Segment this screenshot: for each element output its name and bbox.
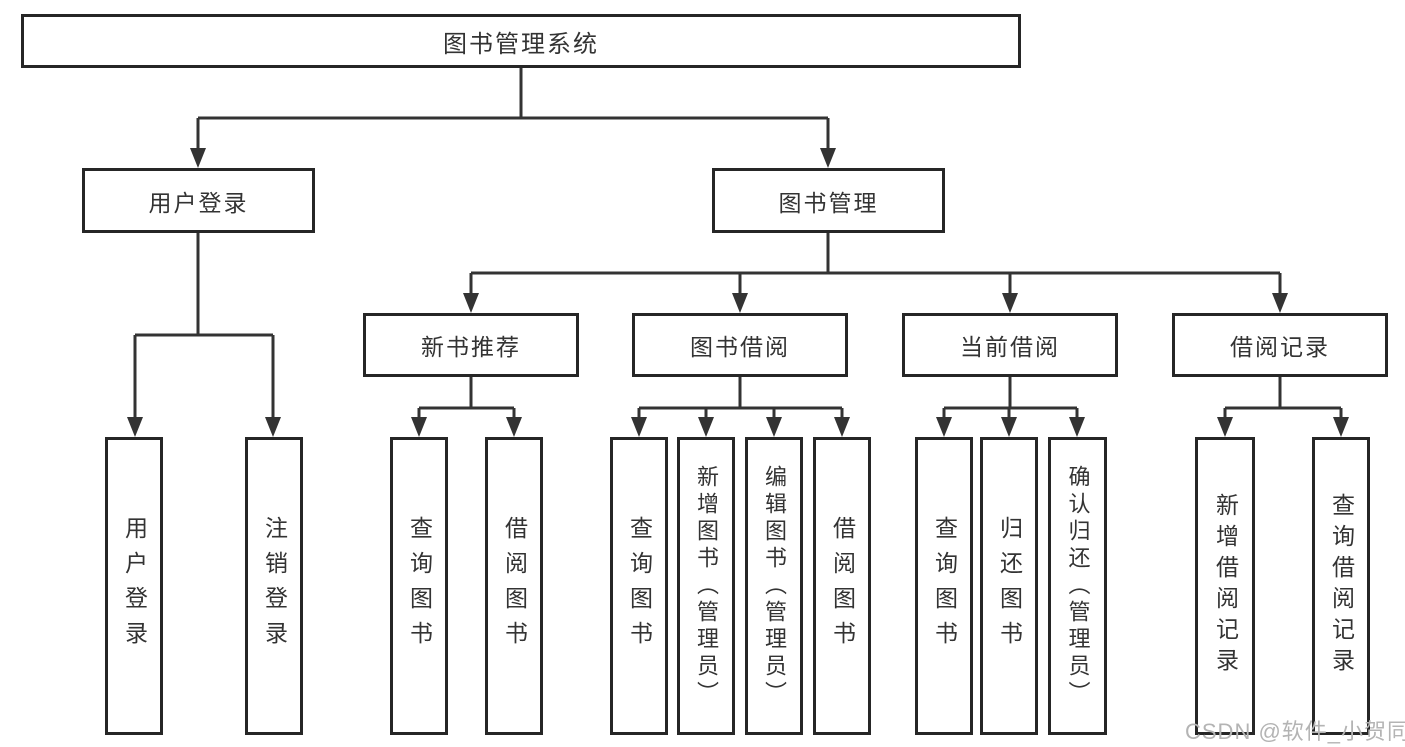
leaf-borrow-books-2-label: 借阅图书	[829, 516, 856, 656]
leaf-borrow-books-1-label: 借阅图书	[501, 516, 528, 656]
leaf-user-login: 用户登录	[105, 437, 163, 735]
node-current-borrowing: 当前借阅	[902, 313, 1118, 377]
node-user-login: 用户登录	[82, 168, 315, 233]
leaf-query-books-3: 查询图书	[915, 437, 973, 735]
node-borrowing-records: 借阅记录	[1172, 313, 1388, 377]
leaf-logout: 注销登录	[245, 437, 303, 735]
node-library-management-system-label: 图书管理系统	[443, 30, 599, 58]
leaf-query-books-2: 查询图书	[610, 437, 668, 735]
connector-user-login-branch	[133, 233, 275, 419]
connector-borrow-record-branch	[1223, 377, 1343, 419]
leaf-add-borrow-record-label: 新增借阅记录	[1212, 493, 1239, 679]
leaf-return-books: 归还图书	[980, 437, 1038, 735]
leaf-logout-label: 注销登录	[261, 516, 288, 656]
connector-root-to-level1	[196, 68, 830, 150]
leaf-query-books-1-label: 查询图书	[406, 516, 433, 656]
leaf-query-borrow-record: 查询借阅记录	[1312, 437, 1370, 735]
leaf-user-login-label: 用户登录	[121, 516, 148, 656]
leaf-borrow-books-2: 借阅图书	[813, 437, 871, 735]
connector-book-borrow-branch	[637, 377, 844, 419]
leaf-edit-books-admin-label: 编辑图书（管理员）	[762, 464, 787, 708]
connector-book-mgmt-branch	[469, 233, 1282, 295]
leaf-edit-books-admin: 编辑图书（管理员）	[745, 437, 803, 735]
leaf-add-borrow-record: 新增借阅记录	[1195, 437, 1255, 735]
node-book-borrowing: 图书借阅	[632, 313, 848, 377]
node-new-book-recommend: 新书推荐	[363, 313, 579, 377]
node-book-management-label: 图书管理	[778, 189, 879, 216]
node-borrowing-records-label: 借阅记录	[1230, 334, 1330, 360]
leaf-borrow-books-1: 借阅图书	[485, 437, 543, 735]
node-library-management-system: 图书管理系统	[21, 14, 1021, 68]
connector-current-borrow-branch	[942, 377, 1079, 419]
node-current-borrowing-label: 当前借阅	[960, 334, 1060, 360]
node-book-borrowing-label: 图书借阅	[690, 334, 790, 360]
connector-new-book-branch	[417, 377, 516, 419]
leaf-query-books-1: 查询图书	[390, 437, 448, 735]
leaf-query-borrow-record-label: 查询借阅记录	[1328, 493, 1355, 679]
leaf-add-books-admin-label: 新增图书（管理员）	[694, 464, 719, 708]
leaf-confirm-return-admin-label: 确认归还（管理员）	[1065, 464, 1091, 708]
leaf-confirm-return-admin: 确认归还（管理员）	[1048, 437, 1107, 735]
node-new-book-recommend-label: 新书推荐	[421, 334, 521, 360]
node-user-login-label: 用户登录	[148, 189, 249, 216]
csdn-watermark: CSDN @软件_小贺同学	[1185, 719, 1405, 744]
leaf-query-books-3-label: 查询图书	[931, 516, 958, 656]
leaf-query-books-2-label: 查询图书	[626, 516, 653, 656]
node-book-management: 图书管理	[712, 168, 945, 233]
leaf-return-books-label: 归还图书	[996, 516, 1023, 656]
leaf-add-books-admin: 新增图书（管理员）	[677, 437, 735, 735]
